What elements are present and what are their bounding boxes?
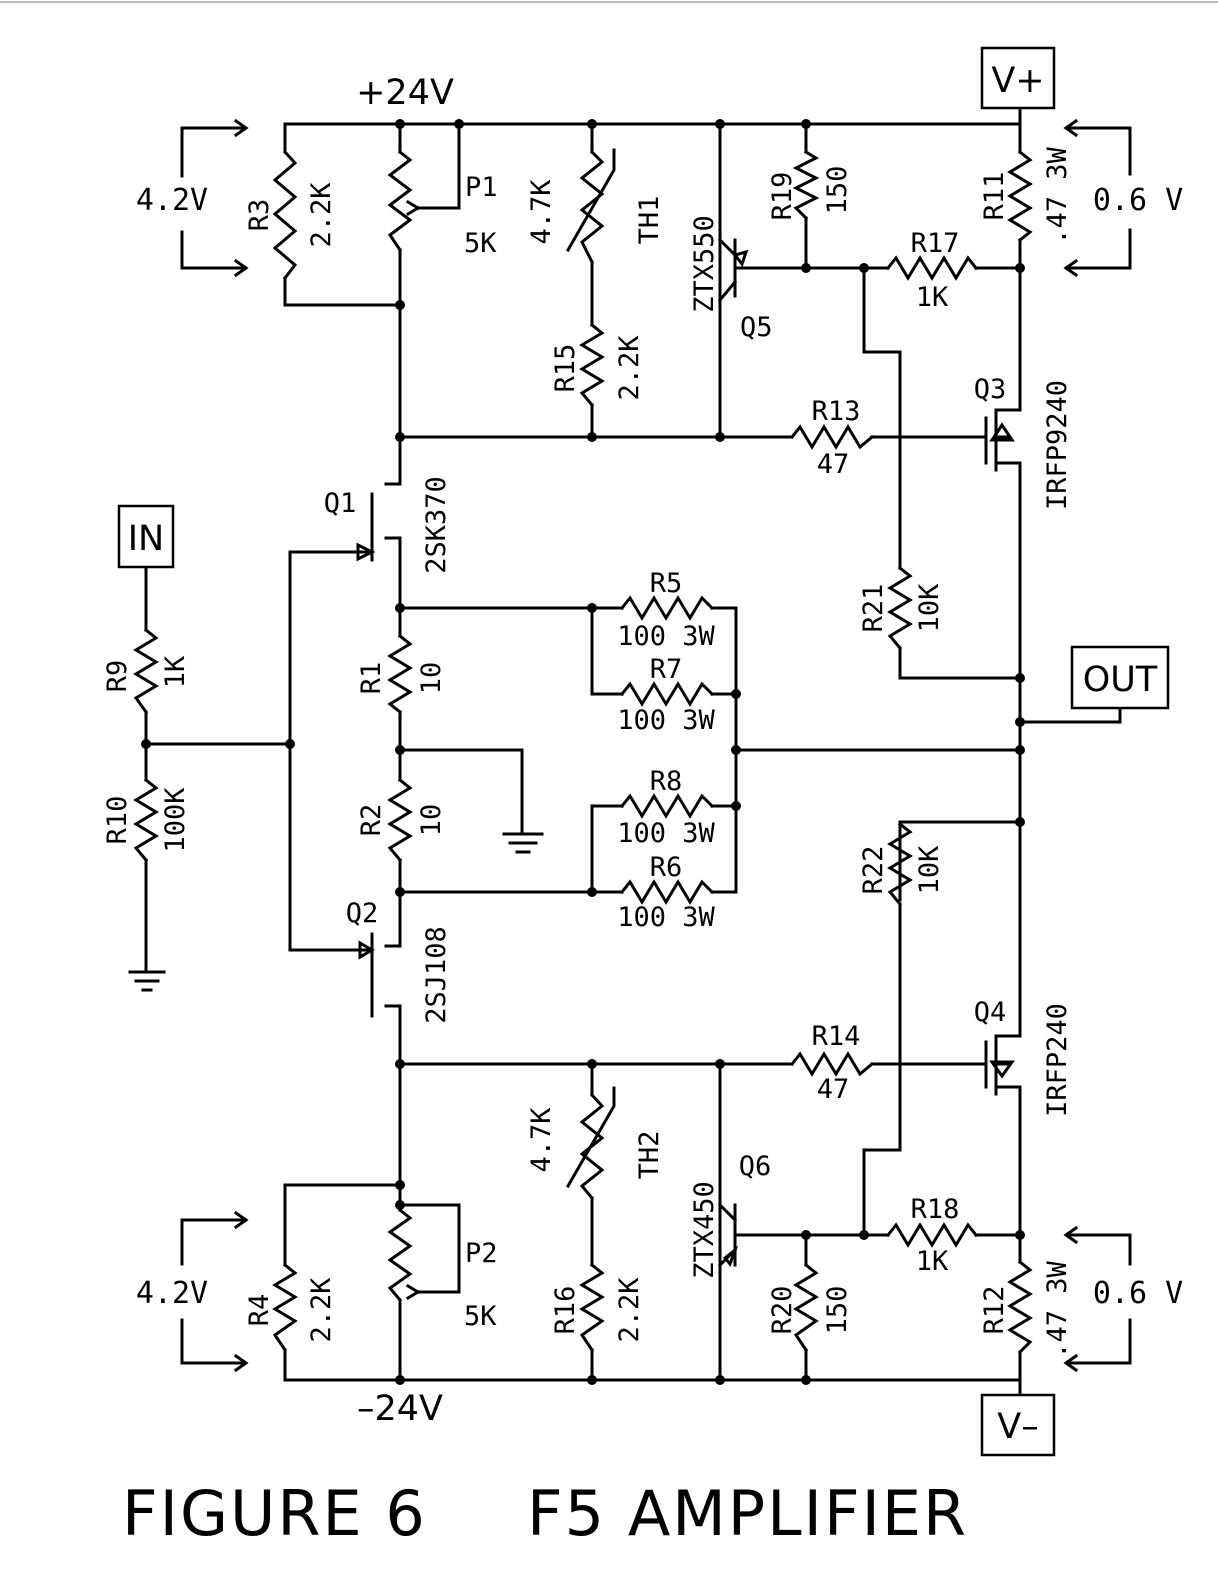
r20-name: R20 xyxy=(767,1286,798,1335)
r5-value: 100 3W xyxy=(617,621,715,652)
r9-value: 1K xyxy=(160,655,191,688)
figure-number: FIGURE 6 xyxy=(122,1477,427,1550)
r18-value: 1K xyxy=(916,1246,949,1277)
r7-name: R7 xyxy=(650,654,683,685)
r6-value: 100 3W xyxy=(617,902,715,933)
pos-rail-label: +24V xyxy=(356,73,454,113)
vplus-label: V+ xyxy=(991,61,1044,101)
r17-value: 1K xyxy=(916,282,949,313)
p1-value: 5K xyxy=(464,228,497,259)
r4-value: 2.2K xyxy=(306,1277,337,1343)
measure-bottom-right: 0.6 V xyxy=(1093,1276,1183,1311)
r22-name: R22 xyxy=(858,846,889,895)
input-terminal-box xyxy=(117,504,175,569)
r12-value: .47 3W xyxy=(1042,1260,1073,1358)
q2-part: 2SJ108 xyxy=(421,926,452,1024)
q5-part: ZTX550 xyxy=(689,215,720,313)
q6-part: ZTX450 xyxy=(689,1181,720,1279)
vminus-terminal-box xyxy=(980,1393,1056,1457)
q1-part: 2SK370 xyxy=(421,476,452,574)
q1-name: Q1 xyxy=(324,488,357,519)
r5-name: R5 xyxy=(650,568,683,599)
vplus-terminal-box xyxy=(980,46,1056,110)
r12-name: R12 xyxy=(979,1286,1010,1335)
r14-value: 47 xyxy=(817,1074,850,1105)
r21-value: 10K xyxy=(914,583,945,633)
r2-name: R2 xyxy=(356,804,387,837)
q3-part: IRFP9240 xyxy=(1042,380,1073,510)
r9-name: R9 xyxy=(102,660,133,693)
r4-name: R4 xyxy=(244,1294,275,1327)
input-label: IN xyxy=(128,519,165,559)
r3-name: R3 xyxy=(244,199,275,232)
r3-value: 2.2K xyxy=(306,182,337,248)
output-label: OUT xyxy=(1083,660,1158,700)
r2-value: 10 xyxy=(416,804,447,837)
measurement-arrows xyxy=(180,118,1132,1373)
th2-name: TH2 xyxy=(634,1131,665,1180)
r13-value: 47 xyxy=(817,449,850,480)
r6-name: R6 xyxy=(650,852,683,883)
r7-value: 100 3W xyxy=(617,705,715,736)
r16-value: 2.2K xyxy=(614,1277,645,1343)
vminus-label: V– xyxy=(997,1407,1038,1447)
th1-value: 4.7K xyxy=(526,179,557,245)
component-labels: R3 2.2K P1 5K 4.7K TH1 R15 2.2K ZTX550 Q… xyxy=(102,146,1073,1358)
r16-name: R16 xyxy=(550,1286,581,1335)
q5-name: Q5 xyxy=(740,312,773,343)
p2-name: P2 xyxy=(465,1238,498,1269)
r15-name: R15 xyxy=(550,344,581,393)
wires xyxy=(128,106,1122,1397)
r19-name: R19 xyxy=(767,172,798,221)
r13-name: R13 xyxy=(812,396,861,427)
p2-value: 5K xyxy=(464,1301,497,1332)
r14-name: R14 xyxy=(812,1021,861,1052)
figure-title: F5 AMPLIFIER xyxy=(527,1477,968,1550)
r11-name: R11 xyxy=(979,172,1010,221)
neg-rail-label: –24V xyxy=(357,1389,443,1429)
q2-name: Q2 xyxy=(346,898,379,929)
p1-name: P1 xyxy=(465,172,498,203)
measure-top-left: 4.2V xyxy=(136,183,208,218)
q4-name: Q4 xyxy=(974,997,1007,1028)
r1-value: 10 xyxy=(416,662,447,695)
r17-name: R17 xyxy=(911,228,960,259)
r11-value: .47 3W xyxy=(1042,146,1073,244)
measure-top-right: 0.6 V xyxy=(1093,183,1183,218)
r15-value: 2.2K xyxy=(614,335,645,401)
r20-value: 150 xyxy=(822,1286,853,1335)
q3-name: Q3 xyxy=(974,374,1007,405)
r22-value: 10K xyxy=(914,845,945,895)
q4-part: IRFP240 xyxy=(1042,1003,1073,1117)
r8-value: 100 3W xyxy=(617,818,715,849)
th1-name: TH1 xyxy=(634,196,665,245)
r8-name: R8 xyxy=(650,766,683,797)
resistor-symbols xyxy=(133,148,1033,1355)
output-terminal-box xyxy=(1070,645,1170,710)
r18-name: R18 xyxy=(911,1194,960,1225)
q6-name: Q6 xyxy=(739,1151,772,1182)
transistor-symbols xyxy=(356,237,1015,1268)
r19-value: 150 xyxy=(822,166,853,215)
r1-name: R1 xyxy=(356,662,387,695)
th2-value: 4.7K xyxy=(526,1107,557,1173)
junction-dots xyxy=(141,119,1025,1385)
measure-bottom-left: 4.2V xyxy=(136,1276,208,1311)
r10-name: R10 xyxy=(102,796,133,845)
r21-name: R21 xyxy=(858,584,889,633)
r10-value: 100K xyxy=(160,787,191,853)
